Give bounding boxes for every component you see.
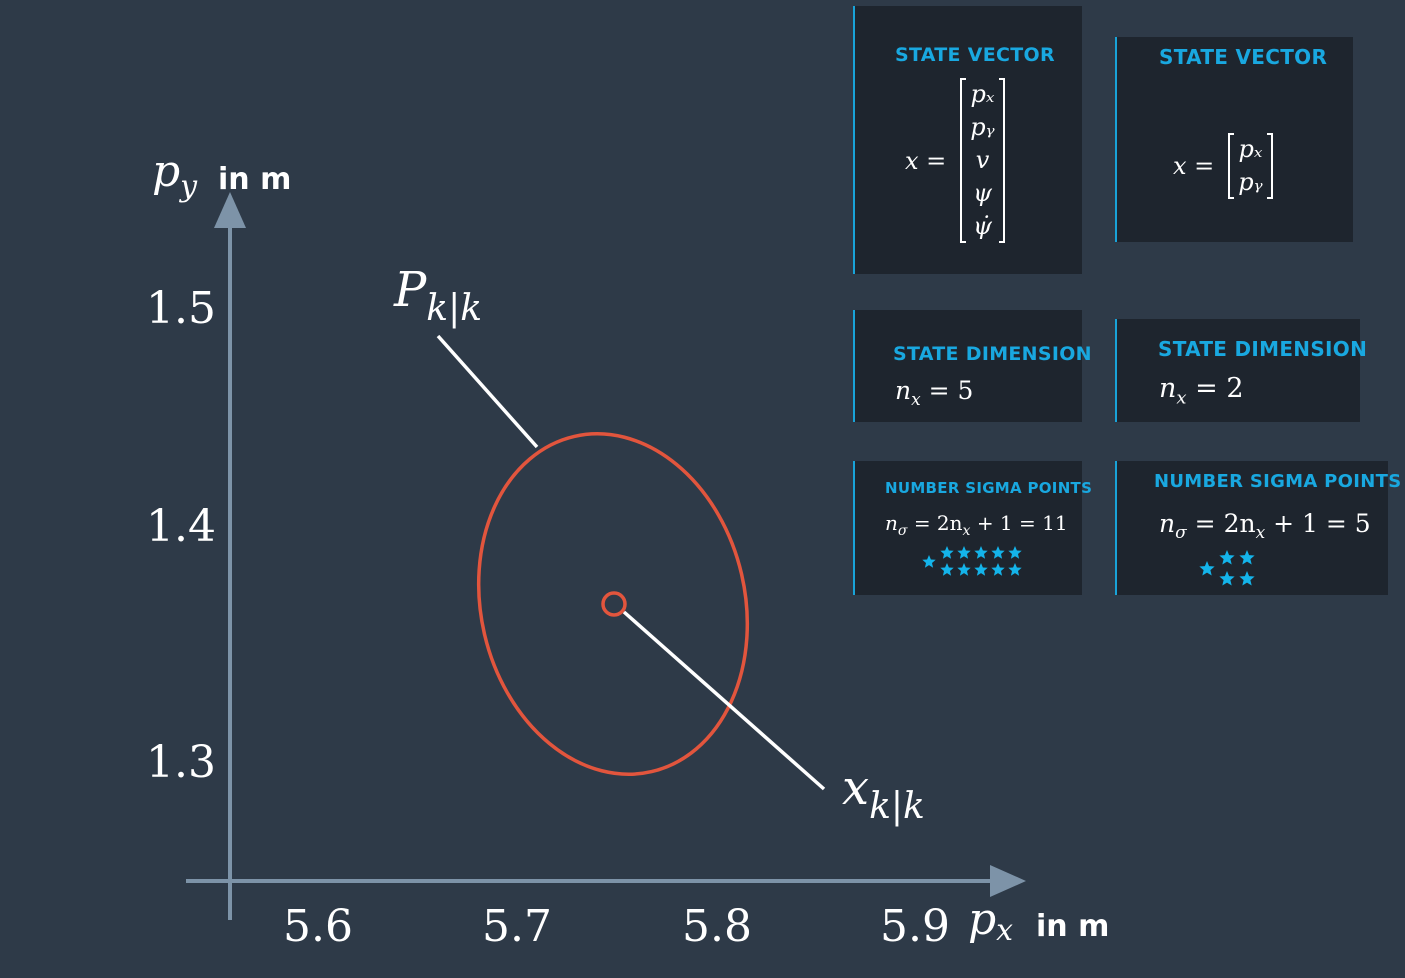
mean-label: xk|k: [842, 760, 925, 827]
vector-entry: pₓ: [970, 80, 995, 108]
card-title: STATE DIMENSION: [1158, 337, 1368, 361]
x-axis-symbol: px: [968, 894, 1013, 948]
state-vector-5-equation: x = pₓ pᵧ v ψ ψ̇: [905, 78, 1005, 243]
y-axis-unit: in m: [218, 162, 291, 197]
y-axis-arrowhead: [214, 192, 246, 228]
equation-lhs: x =: [1173, 152, 1215, 180]
x-tick-label: 5.6: [283, 901, 353, 952]
sigma-point-star: [1219, 571, 1235, 586]
vector-entries: pₓ pᵧ v ψ ψ̇: [966, 78, 998, 243]
sigma-point-star: [922, 555, 936, 568]
sigma-point-star: [1008, 563, 1022, 576]
sigma-star-group: [922, 546, 1022, 576]
sigma-point-star: [974, 546, 988, 559]
right-bracket: [998, 78, 1005, 243]
covariance-leader-line: [436, 334, 539, 449]
state-dimension-2-card: STATE DIMENSION nx = 2: [1115, 319, 1367, 422]
card-title: STATE VECTOR: [895, 44, 1055, 66]
vector-entry: pₓ: [1238, 135, 1263, 163]
card-title: NUMBER SIGMA POINTS: [1154, 471, 1402, 492]
card-title: STATE VECTOR: [1159, 45, 1328, 69]
sigma-point-star: [957, 546, 971, 559]
sigma-point-star: [1239, 571, 1255, 586]
x-tick-label: 5.7: [482, 901, 552, 952]
sigma-point-star: [974, 563, 988, 576]
left-bracket: [960, 78, 967, 243]
equation-lhs: x =: [905, 146, 947, 175]
y-tick-label: 1.3: [146, 737, 216, 788]
mean-marker: [601, 591, 627, 617]
state-vector-2-card: STATE VECTOR x = pₓ pᵧ: [1115, 37, 1353, 242]
sigma-point-star: [1219, 550, 1235, 565]
covariance-label: Pk|k: [393, 262, 482, 329]
sigma-point-star: [991, 546, 1005, 559]
state-vector-2-equation: x = pₓ pᵧ: [1173, 133, 1273, 199]
sigma-point-star: [957, 563, 971, 576]
sigma-point-star: [940, 563, 954, 576]
state-dimension-equation: nx = 2: [1159, 373, 1244, 409]
vector-entries: pₓ pᵧ: [1234, 133, 1266, 199]
y-tick-label: 1.4: [146, 501, 216, 552]
y-tick-label: 1.5: [146, 283, 216, 334]
sigma-points-equation: nσ = 2nx + 1 = 5: [1159, 509, 1371, 543]
covariance-ellipse: [476, 432, 750, 776]
vector-entry: pᵧ: [970, 113, 995, 141]
sigma-point-star: [940, 546, 954, 559]
x-tick-label: 5.8: [682, 901, 752, 952]
vector-entry: ψ̇: [973, 212, 992, 240]
sigma-points-11-card: NUMBER SIGMA POINTS nσ = 2nx + 1 = 11: [853, 461, 1092, 595]
mean-leader-line: [622, 610, 826, 791]
sigma-star-group: [1199, 550, 1255, 586]
x-axis-unit: in m: [1036, 909, 1109, 944]
sigma-point-star: [1199, 561, 1215, 576]
state-vector-5-card: STATE VECTOR x = pₓ pᵧ v ψ ψ̇: [853, 6, 1082, 274]
x-tick-label: 5.9: [880, 901, 950, 952]
sigma-points-equation: nσ = 2nx + 1 = 11: [885, 511, 1068, 539]
vector-entry: v: [975, 146, 990, 174]
card-title: STATE DIMENSION: [893, 343, 1092, 365]
y-axis-symbol: py: [152, 146, 198, 204]
card-title: NUMBER SIGMA POINTS: [885, 479, 1093, 497]
state-dimension-equation: nx = 5: [895, 376, 974, 410]
vector-entry: pᵧ: [1238, 168, 1263, 196]
left-bracket: [1228, 133, 1235, 199]
sigma-points-5-card: NUMBER SIGMA POINTS nσ = 2nx + 1 = 5: [1115, 461, 1401, 595]
vector-entry: ψ: [973, 179, 992, 207]
state-dimension-5-card: STATE DIMENSION nx = 5: [853, 310, 1092, 422]
sigma-point-star: [1239, 550, 1255, 565]
right-bracket: [1266, 133, 1273, 199]
x-axis-arrowhead: [990, 865, 1026, 897]
sigma-point-star: [991, 563, 1005, 576]
sigma-point-star: [1008, 546, 1022, 559]
